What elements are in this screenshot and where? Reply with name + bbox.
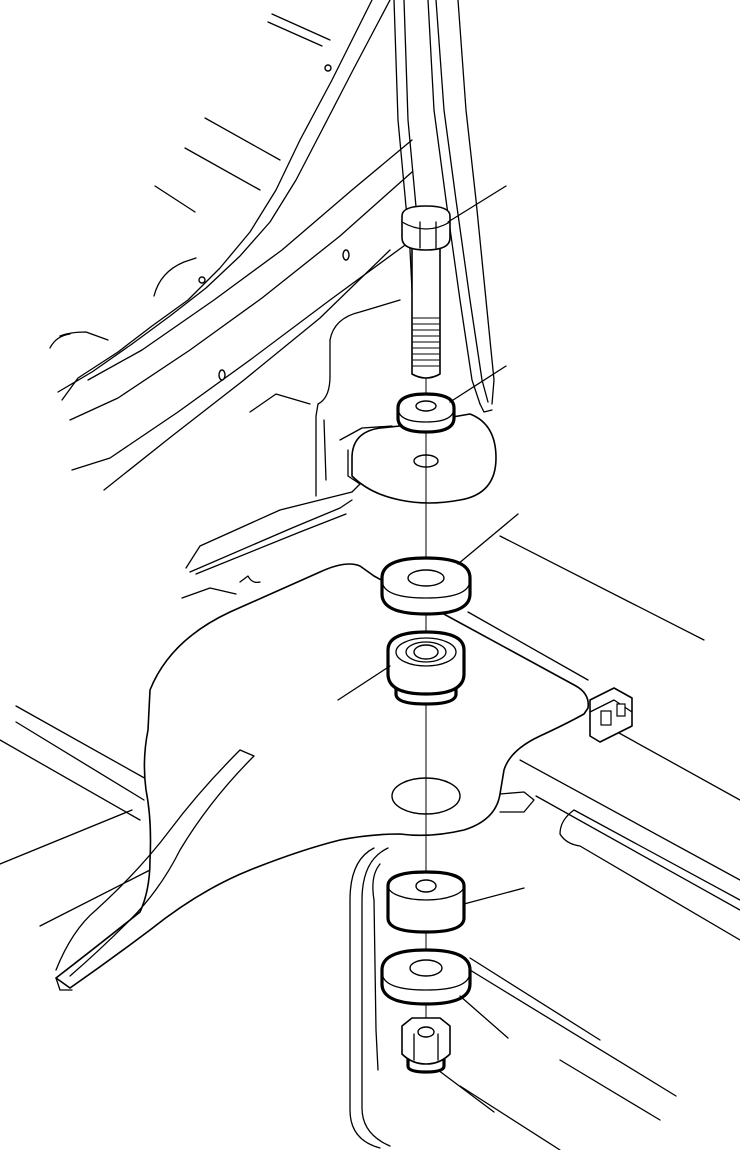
washer-top	[396, 392, 456, 434]
leader-lines	[337, 185, 525, 1113]
leader-washer-top	[449, 365, 507, 403]
frame-hole	[324, 64, 332, 72]
cushion-upper	[380, 556, 472, 616]
bolt-thread	[412, 317, 440, 367]
washer-bottom	[380, 948, 472, 1006]
leader-washer-bottom	[459, 995, 509, 1039]
leader-cushion-upper	[457, 513, 519, 565]
leader-bolt	[447, 185, 507, 223]
frame-hole	[342, 249, 350, 261]
upper-frame	[49, 0, 495, 575]
leader-bushing	[337, 665, 391, 701]
frame-hole	[218, 369, 226, 381]
nut	[401, 1017, 451, 1074]
frame-hole	[198, 276, 206, 284]
leader-cushion-lower	[463, 887, 525, 905]
mount-bushing	[386, 630, 466, 706]
leader-nut	[437, 1069, 495, 1113]
cushion-lower	[386, 870, 466, 934]
bolt	[401, 205, 451, 379]
lower-frame	[0, 535, 740, 1150]
edge-clip	[589, 687, 633, 743]
